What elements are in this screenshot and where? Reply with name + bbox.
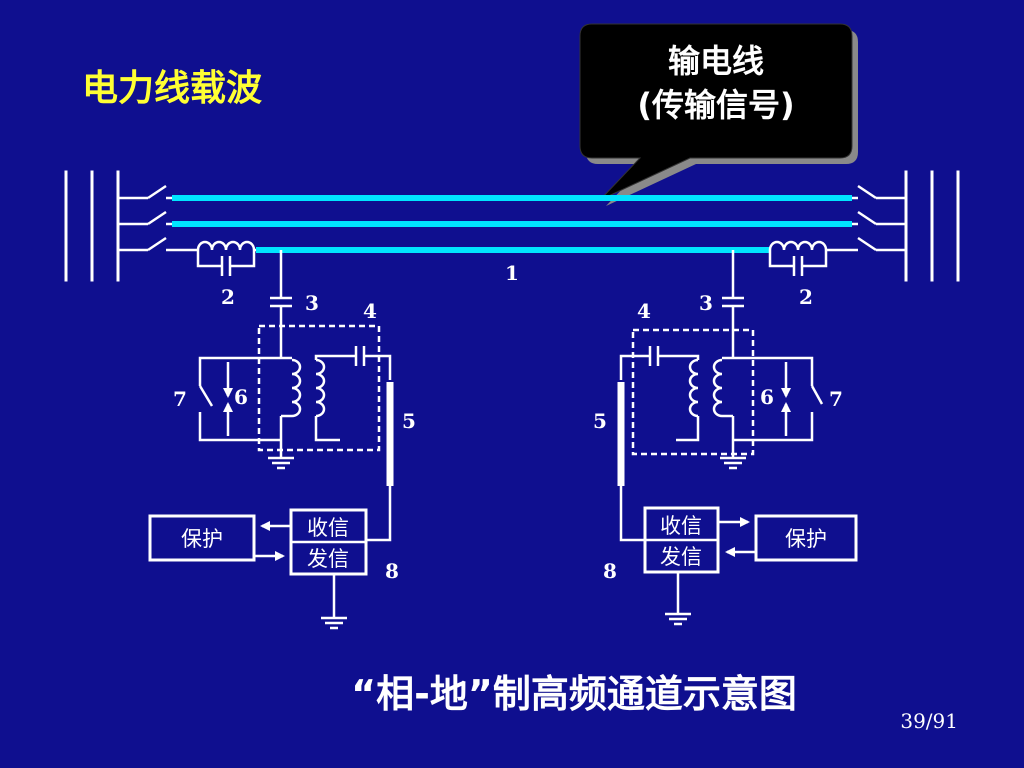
line-label: 1 — [505, 261, 519, 285]
callout-line2: (传输信号) — [637, 86, 794, 124]
protection-label-left: 保护 — [181, 527, 223, 551]
label-8-left: 8 — [385, 559, 399, 583]
protection-box-left: 保护 — [148, 514, 256, 562]
protection-box-right: 保护 — [754, 514, 858, 562]
coupling-circuit-left — [198, 250, 394, 542]
transceiver-left: 收信 发信 — [254, 508, 368, 630]
breakers-left — [118, 184, 172, 252]
coupling-circuit-right — [617, 250, 824, 542]
label-7-left: 7 — [173, 387, 187, 411]
label-3-left: 3 — [305, 291, 319, 315]
protection-label-right: 保护 — [785, 527, 827, 551]
receive-label-right: 收信 — [660, 514, 702, 538]
diagram-caption: “相-地”制高频通道示意图 — [351, 672, 797, 716]
wave-trap-left — [172, 240, 256, 276]
label-2-left: 2 — [221, 285, 235, 309]
label-6-right: 6 — [760, 385, 774, 409]
label-5-left: 5 — [402, 409, 416, 433]
send-label-right: 发信 — [660, 545, 702, 569]
transmission-lines — [172, 195, 852, 253]
busbar-left — [64, 170, 120, 282]
transceiver-right: 收信 发信 — [643, 506, 756, 626]
label-8-right: 8 — [603, 559, 617, 583]
send-label-left: 发信 — [307, 547, 349, 571]
breakers-right — [852, 184, 906, 252]
label-3-right: 3 — [699, 291, 713, 315]
wave-trap-right — [768, 240, 852, 276]
callout-bubble: 输电线 (传输信号) — [579, 23, 858, 206]
label-6-left: 6 — [234, 385, 248, 409]
label-4-right: 4 — [637, 299, 651, 323]
slide-title: 电力线载波 — [82, 68, 262, 109]
label-5-right: 5 — [593, 409, 607, 433]
receive-label-left: 收信 — [307, 516, 349, 540]
callout-line1: 输电线 — [668, 42, 764, 80]
label-2-right: 2 — [799, 285, 813, 309]
label-7-right: 7 — [829, 387, 843, 411]
busbar-right — [904, 170, 960, 282]
page-number: 39/91 — [900, 709, 958, 733]
label-4-left: 4 — [363, 299, 377, 323]
